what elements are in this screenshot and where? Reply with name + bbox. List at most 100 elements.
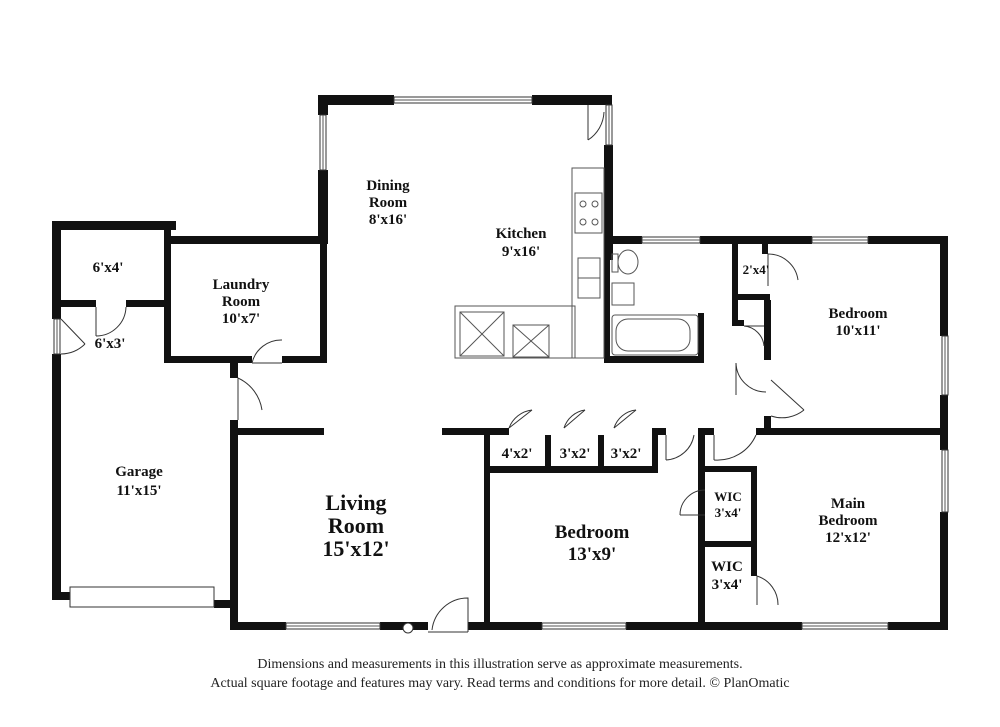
bedroom-ne-size: 10'x11': [835, 323, 880, 339]
closet-6x3-size: 6'x3': [95, 336, 126, 352]
wall: [52, 221, 61, 319]
wall: [751, 541, 757, 576]
wall: [598, 435, 604, 472]
dining-size: 8'x16': [369, 212, 407, 228]
wall: [700, 428, 714, 435]
door-swing: [735, 362, 767, 395]
wall: [604, 236, 642, 244]
wall: [238, 428, 324, 435]
window: [801, 622, 889, 630]
wall: [732, 244, 738, 324]
wall: [764, 300, 771, 360]
window: [319, 114, 327, 171]
wall: [604, 356, 704, 363]
wall: [52, 592, 70, 600]
bedroom-mid-name: Bedroom: [555, 522, 630, 543]
wall: [164, 236, 327, 244]
wall: [230, 420, 238, 630]
bedroom-mid-size: 13'x9': [568, 544, 617, 565]
wall: [940, 512, 948, 630]
door-swing: [251, 339, 283, 364]
window: [393, 96, 533, 104]
bathtub: [611, 314, 699, 356]
garage-size: 11'x15': [116, 483, 161, 499]
wall: [604, 244, 610, 362]
doors: [60, 105, 805, 633]
laundry-size: 10'x7': [222, 311, 260, 327]
door-swing: [767, 253, 799, 286]
wall: [484, 466, 658, 473]
disclaimer-line-1: Dimensions and measurements in this illu…: [257, 657, 743, 672]
wall: [230, 622, 286, 630]
main-bedroom-size: 12'x12': [825, 530, 871, 546]
window: [811, 236, 869, 244]
wall: [164, 356, 252, 363]
wall: [705, 466, 757, 472]
door-swing: [587, 105, 605, 141]
wall: [888, 622, 948, 630]
cabinet-diagonal: [512, 324, 550, 358]
wall: [484, 466, 490, 630]
door-swing: [713, 434, 757, 461]
living-name-1: Living: [325, 490, 386, 515]
wall: [320, 236, 327, 363]
kitchen-island: [454, 305, 576, 359]
range: [574, 192, 603, 234]
window: [605, 104, 613, 146]
wic2-size: 3'x4': [712, 577, 743, 593]
wall: [868, 236, 948, 244]
wall: [698, 428, 705, 630]
toilet: [617, 249, 639, 275]
closet-3x2a-size: 3'x2': [560, 446, 591, 462]
burner: [579, 200, 587, 208]
door-swing: [756, 575, 779, 606]
wall: [442, 428, 509, 435]
window: [641, 236, 701, 244]
room-labels: Dining Room 8'x16' Kitchen 9'x16' Laundr…: [93, 178, 888, 593]
cabinet: [459, 311, 505, 357]
closet-4x2-size: 4'x2': [502, 446, 533, 462]
wall: [230, 360, 238, 378]
wall: [751, 466, 757, 541]
wic1-size: 3'x4': [715, 505, 742, 520]
wall: [52, 221, 176, 230]
window: [53, 318, 61, 355]
garage-name: Garage: [115, 464, 163, 480]
wall: [756, 428, 948, 435]
closet-6x4-size: 6'x4': [93, 260, 124, 276]
wall: [940, 236, 948, 336]
wall: [732, 294, 770, 300]
kitchen-size: 9'x16': [502, 244, 540, 260]
door-swing: [95, 306, 127, 337]
living-size: 15'x12': [322, 536, 389, 561]
main-bedroom-name-1: Main: [831, 496, 866, 512]
kitchen-name: Kitchen: [496, 226, 547, 242]
door-swing: [770, 379, 805, 419]
wic1-name: WIC: [714, 489, 741, 504]
window: [541, 622, 627, 630]
wall: [52, 354, 61, 599]
wall: [214, 600, 238, 608]
garage-door: [69, 586, 215, 608]
disclaimer: Dimensions and measurements in this illu…: [0, 655, 1000, 693]
windows: [53, 96, 949, 630]
laundry-name-1: Laundry: [213, 277, 270, 293]
fixtures: [402, 167, 699, 634]
wall: [698, 313, 704, 363]
wall: [484, 428, 490, 472]
door-swing: [237, 377, 263, 420]
dining-name-1: Dining: [366, 178, 410, 194]
wall: [545, 435, 551, 472]
door-swing: [743, 325, 765, 347]
disclaimer-line-2: Actual square footage and features may v…: [210, 676, 790, 691]
wall: [626, 622, 802, 630]
cabinet: [512, 324, 550, 358]
window: [941, 449, 949, 513]
toilet-tank: [611, 253, 619, 273]
main-bedroom-name-2: Bedroom: [819, 513, 878, 529]
wall: [532, 95, 612, 105]
wall: [318, 170, 328, 244]
wall: [318, 95, 394, 105]
door-swing: [679, 489, 706, 516]
door-swing: [613, 409, 637, 429]
